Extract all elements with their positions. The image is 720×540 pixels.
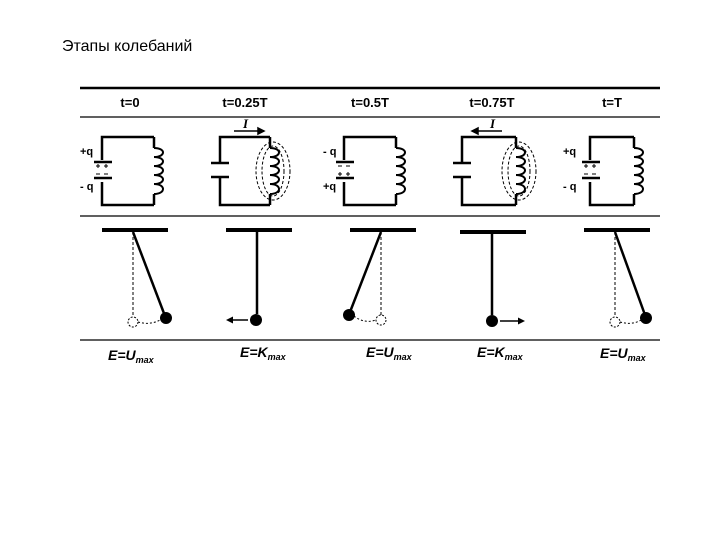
lc-circuit — [582, 135, 644, 207]
charge-top-label: - q — [323, 146, 336, 158]
lc-circuit — [336, 135, 406, 207]
magnetic-field-lines — [501, 141, 537, 201]
charge-top-label: +q — [563, 146, 576, 158]
energy-label: E=Kmax — [240, 344, 287, 362]
pendulum — [584, 228, 652, 328]
current-arrow — [234, 126, 266, 136]
time-label: t=T — [602, 95, 622, 110]
charge-bottom-label: +q — [323, 181, 336, 193]
capacitor-plus-signs — [96, 164, 108, 175]
lc-circuit — [211, 135, 280, 207]
time-label: t=0.25T — [222, 95, 267, 110]
slide-title: Этапы колебаний — [62, 38, 193, 55]
current-label: I — [489, 116, 496, 131]
capacitor-plus-signs — [584, 164, 596, 175]
magnetic-field-lines — [255, 141, 291, 201]
current-label: I — [242, 116, 249, 131]
pendulum — [343, 228, 416, 326]
energy-label: E=Umax — [600, 345, 647, 363]
time-label: t=0.75T — [469, 95, 514, 110]
current-arrow — [470, 126, 502, 136]
energy-label: E=Kmax — [477, 344, 524, 362]
pendulum — [102, 228, 172, 328]
time-label: t=0.5T — [351, 95, 389, 110]
lc-circuit — [94, 135, 164, 207]
time-label: t=0 — [120, 95, 139, 110]
charge-bottom-label: - q — [563, 181, 576, 193]
energy-label: E=Umax — [366, 344, 413, 362]
charge-top-label: +q — [80, 146, 93, 158]
pendulum — [226, 228, 292, 326]
pendulum — [460, 230, 526, 327]
capacitor-charge-signs — [338, 165, 350, 176]
charge-bottom-label: - q — [80, 181, 93, 193]
lc-circuit — [453, 135, 526, 207]
energy-label: E=Umax — [108, 347, 155, 365]
